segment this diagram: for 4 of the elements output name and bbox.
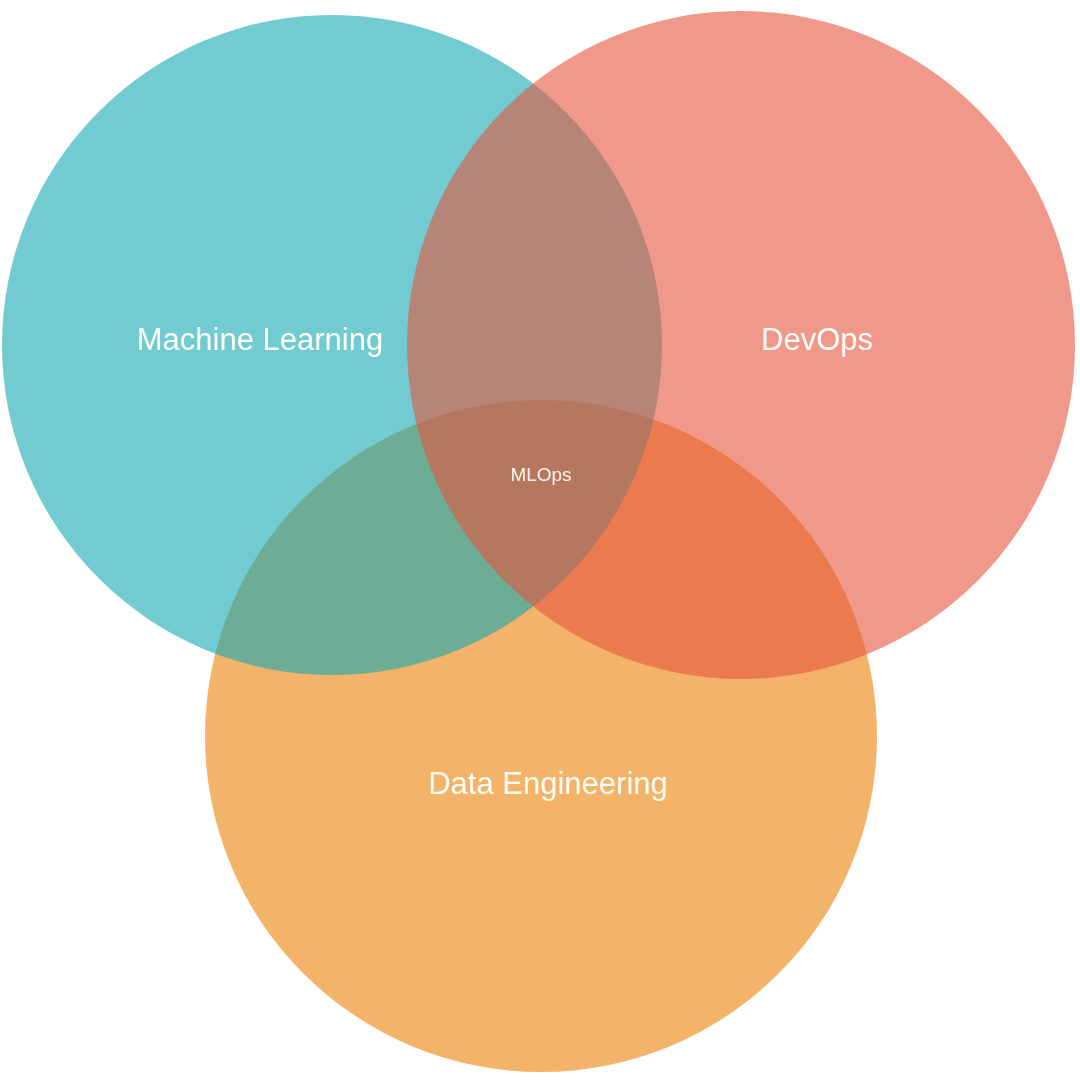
circle-label: Data Engineering <box>428 766 668 802</box>
circle-label: DevOps <box>761 322 873 358</box>
overlap-label: MLOps <box>510 464 572 486</box>
circle-label: Machine Learning <box>136 322 384 358</box>
